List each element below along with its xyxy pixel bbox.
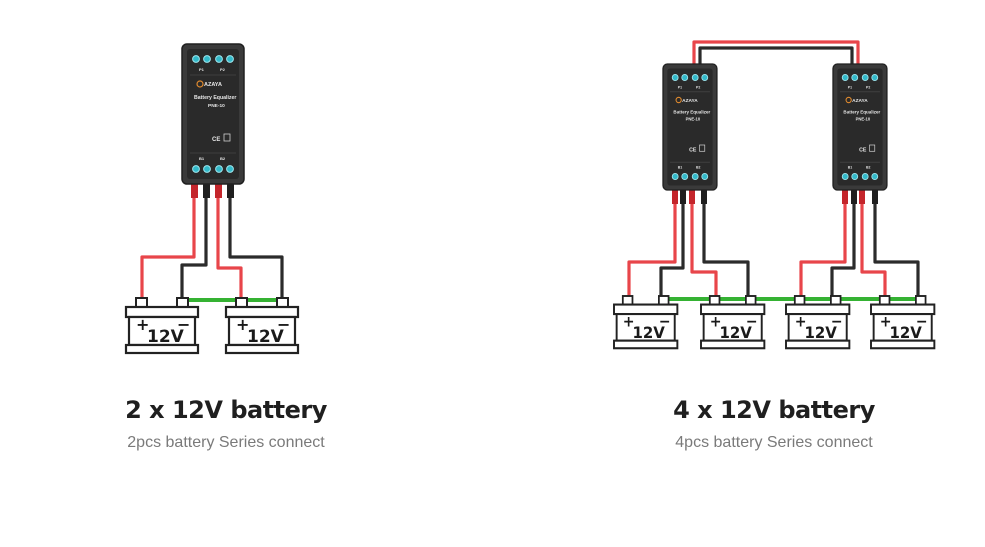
device-label-b2: B2 [696, 165, 700, 169]
panel-title: 4 x 12V battery [673, 396, 875, 424]
device-name: Battery Equalizer [194, 95, 236, 101]
battery-plus: + [795, 313, 807, 331]
positive-wires [140, 183, 243, 302]
device-connectors [191, 180, 234, 198]
battery-plus: + [623, 313, 635, 331]
battery-plus: + [880, 313, 892, 331]
device-connectors [672, 188, 878, 204]
device-label-p2: P2 [866, 85, 870, 89]
device-brand: AZAYA [852, 98, 868, 104]
panel-subtitle: 4pcs battery Series connect [675, 434, 873, 451]
diagram-2-batteries: AZAYA Battery Equalizer PNE-10 P1 P2 B1 … [124, 43, 300, 355]
battery-plus: + [136, 315, 149, 334]
ce-mark: CE [689, 147, 697, 153]
device-model: PNE-10 [208, 103, 225, 109]
ce-mark: CE [859, 147, 867, 153]
battery-equalizer-device-2: AZAYA Battery Equalizer PNE-10 P1 P2 B1 … [832, 63, 888, 191]
device-label-p2: P2 [696, 85, 700, 89]
device-label-p2: P2 [220, 67, 226, 72]
battery-1: + − 12V [124, 296, 200, 355]
battery-minus: − [916, 313, 928, 331]
battery-minus: − [831, 313, 843, 331]
device-label-p1: P1 [199, 67, 205, 72]
device-label-b1: B1 [199, 156, 205, 161]
battery-2: + − 12V [224, 296, 300, 355]
battery-label: 12V [632, 323, 664, 342]
battery-4: + − 12V [869, 294, 936, 350]
battery-label: 12V [247, 327, 285, 347]
device-brand: AZAYA [682, 98, 698, 104]
battery-minus: − [277, 315, 290, 334]
device-name: Battery Equalizer [843, 109, 880, 114]
battery-3: + − 12V [784, 294, 851, 350]
device-name: Battery Equalizer [673, 109, 710, 114]
caption-2-batteries: 2 x 12V battery 2pcs battery Series conn… [76, 396, 376, 452]
device-model: PNE-10 [856, 117, 871, 122]
negative-wires [180, 183, 284, 302]
battery-minus: − [659, 313, 671, 331]
device-brand: AZAYA [204, 82, 222, 88]
battery-equalizer-device: AZAYA Battery Equalizer PNE-10 P1 P2 B1 … [181, 43, 245, 185]
device-label-p1: P1 [848, 85, 852, 89]
panel-title: 2 x 12V battery [125, 396, 327, 424]
device-model: PNE-10 [686, 117, 701, 122]
device-label-p1: P1 [678, 85, 682, 89]
ce-mark: CE [212, 137, 220, 143]
battery-1: + − 12V [612, 294, 679, 350]
diagram-4-batteries: AZAYA Battery Equalizer PNE-10 P1 P2 B1 … [612, 40, 936, 350]
device-label-b2: B2 [866, 165, 870, 169]
negative-wires [659, 190, 920, 300]
panel-subtitle: 2pcs battery Series connect [127, 434, 325, 451]
caption-4-batteries: 4 x 12V battery 4pcs battery Series conn… [624, 396, 924, 452]
battery-minus: − [177, 315, 190, 334]
battery-label: 12V [719, 323, 751, 342]
battery-label: 12V [804, 323, 836, 342]
positive-wires [627, 190, 887, 300]
device-label-b1: B1 [678, 165, 682, 169]
battery-2: + − 12V [699, 294, 766, 350]
device-label-b2: B2 [220, 156, 226, 161]
battery-plus: + [710, 313, 722, 331]
device-label-b1: B1 [848, 165, 852, 169]
battery-equalizer-device-1: AZAYA Battery Equalizer PNE-10 P1 P2 B1 … [662, 63, 718, 191]
battery-label: 12V [889, 323, 921, 342]
battery-label: 12V [147, 327, 185, 347]
top-link-wires [692, 40, 860, 68]
battery-plus: + [236, 315, 249, 334]
battery-minus: − [746, 313, 758, 331]
